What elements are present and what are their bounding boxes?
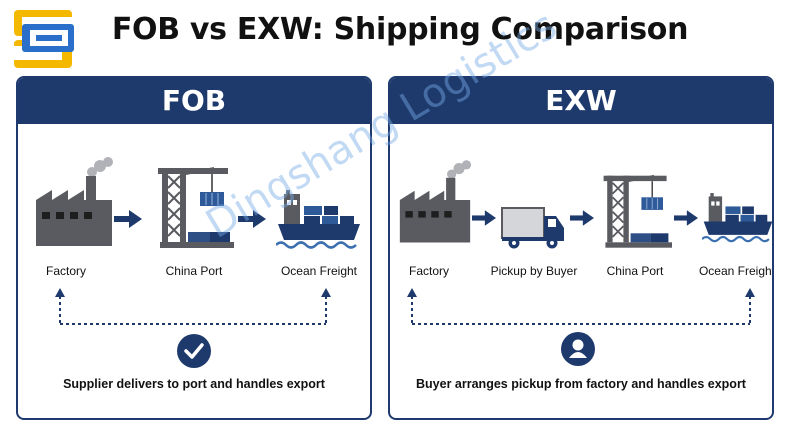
step-label: Pickup by Buyer (490, 264, 578, 278)
step-label: China Port (606, 264, 664, 278)
arrow-right-icon (570, 210, 594, 226)
arrow-right-icon (238, 210, 266, 228)
exw-caption: Buyer arranges pickup from factory and h… (416, 377, 746, 391)
cargo-ship-icon (702, 193, 772, 243)
dotted-loop-arrow (55, 288, 331, 325)
port-crane-icon (603, 174, 672, 248)
step-label: Factory (45, 264, 86, 278)
company-logo (14, 10, 74, 68)
port-crane-icon (158, 167, 234, 248)
checkmark-badge (177, 334, 211, 368)
cargo-ship-icon (276, 190, 360, 249)
truck-icon (501, 207, 564, 249)
step-label: Ocean Freight (280, 264, 358, 278)
arrow-right-icon (472, 210, 496, 226)
exw-panel: EXW (388, 76, 774, 420)
factory-icon (399, 160, 472, 243)
factory-icon (36, 157, 113, 246)
arrow-right-icon (674, 210, 698, 226)
user-icon (569, 339, 587, 358)
fob-caption: Supplier delivers to port and handles ex… (63, 377, 325, 391)
fob-heading: FOB (18, 78, 370, 124)
step-label: Factory (408, 264, 449, 278)
step-label: China Port (165, 264, 223, 278)
user-badge (561, 332, 595, 366)
fob-panel: FOB (16, 76, 372, 420)
exw-heading: EXW (390, 78, 772, 124)
step-label: Ocean Freight (698, 264, 774, 278)
page-title: FOB vs EXW: Shipping Comparison (111, 12, 689, 47)
arrow-right-icon (114, 210, 142, 228)
dotted-loop-arrow (407, 288, 755, 325)
checkmark-icon (184, 343, 204, 359)
